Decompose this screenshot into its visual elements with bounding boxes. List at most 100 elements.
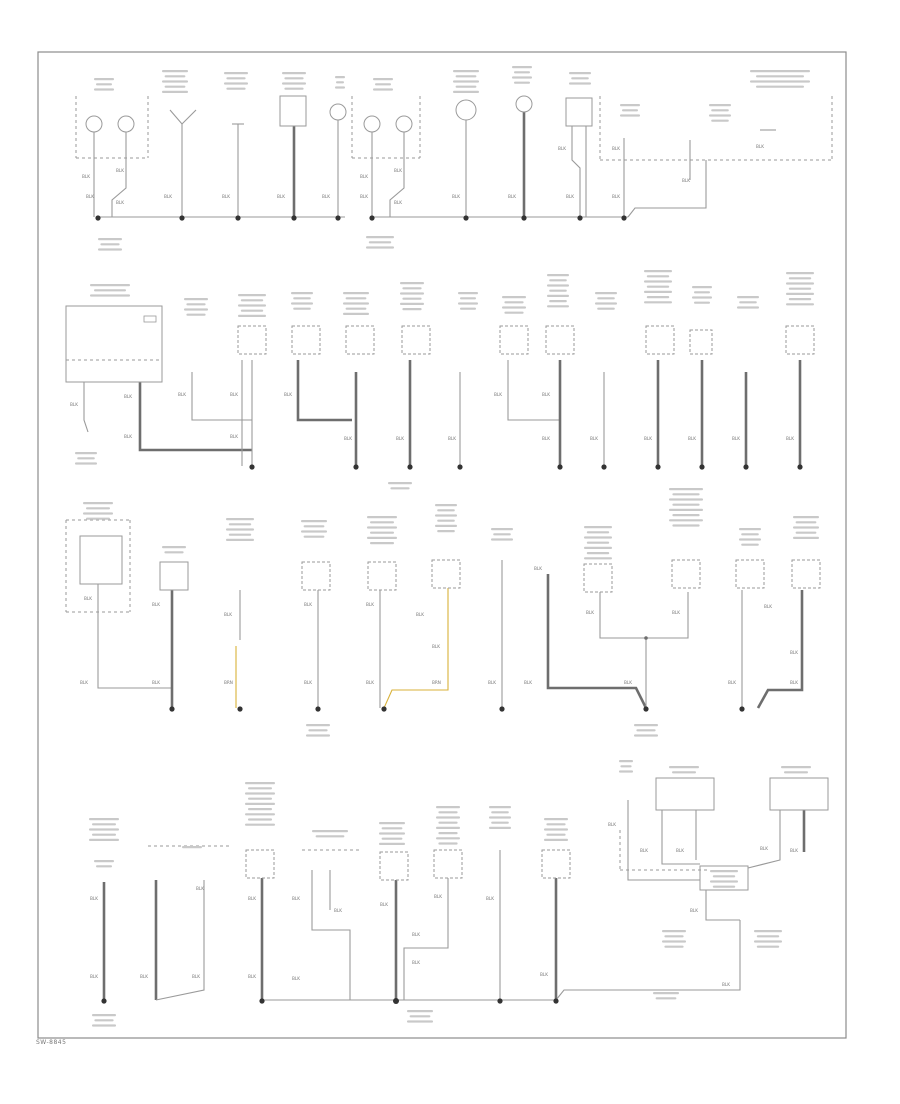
wire-color-label: BLK <box>124 394 132 399</box>
component-name-blur <box>293 297 311 300</box>
lamp-icon <box>363 115 381 133</box>
component-name-blur <box>162 546 186 549</box>
component-name-blur <box>710 880 738 883</box>
component-box-37 <box>291 325 321 355</box>
component-name-blur <box>669 766 699 769</box>
component-name-blur <box>248 808 272 811</box>
component-name-blur <box>754 940 782 943</box>
component-name-blur <box>164 551 184 554</box>
wire-102 <box>555 920 741 1001</box>
component-name-blur <box>622 109 638 112</box>
component-name-blur <box>712 885 736 888</box>
component-name-blur <box>662 930 686 933</box>
ground-point <box>249 464 255 470</box>
component-box-71 <box>367 561 397 591</box>
wire-color-label: BLK <box>292 976 300 981</box>
wire-color-label: BLK <box>124 434 132 439</box>
wire-84 <box>756 590 804 709</box>
wire-color-label: BLK <box>786 436 794 441</box>
component-name-blur <box>756 945 780 948</box>
wire-color-label: BLK <box>344 436 352 441</box>
component-name-blur <box>162 80 188 83</box>
component-name-blur <box>709 104 731 107</box>
ground-point <box>521 215 527 221</box>
component-name-blur <box>381 837 403 840</box>
component-name-blur <box>436 816 460 819</box>
component-name-blur <box>741 543 759 546</box>
component-name-blur <box>284 87 304 90</box>
component-box-89 <box>245 849 275 879</box>
ground-point <box>335 215 341 221</box>
component-name-blur <box>228 523 252 526</box>
component-box-63 <box>79 535 123 585</box>
component-name-blur <box>94 860 114 863</box>
component-name-blur <box>226 77 246 80</box>
wire-23 <box>571 126 581 217</box>
component-name-blur <box>694 301 710 304</box>
component-name-blur <box>644 290 672 293</box>
component-box-99 <box>541 849 571 879</box>
wire-color-label: BLK <box>756 144 764 149</box>
component-name-blur <box>786 282 814 285</box>
component-name-blur <box>739 538 761 541</box>
ground-point <box>381 706 387 712</box>
component-name-blur <box>367 536 397 539</box>
component-name-blur <box>306 724 330 727</box>
wire-color-label: BLK <box>508 194 516 199</box>
component-name-blur <box>491 821 509 824</box>
wire-52 <box>507 360 560 421</box>
component-name-blur <box>306 734 330 737</box>
component-name-blur <box>512 76 532 79</box>
component-name-blur <box>435 524 457 527</box>
ground-point <box>95 215 101 221</box>
component-name-blur <box>756 85 804 88</box>
component-name-blur <box>489 816 511 819</box>
wire-color-label: BLK <box>448 436 456 441</box>
component-name-blur <box>436 837 460 840</box>
component-name-blur <box>795 521 817 524</box>
component-name-blur <box>547 284 569 287</box>
wire-35 <box>138 382 252 452</box>
wire-8 <box>169 109 197 125</box>
component-name-blur <box>89 838 119 841</box>
component-name-blur <box>458 292 478 295</box>
wire-color-label: BLK <box>304 602 312 607</box>
component-name-blur <box>86 517 110 520</box>
wire-color-label: BLK <box>394 200 402 205</box>
component-name-blur <box>282 72 306 75</box>
component-name-blur <box>788 277 812 280</box>
wire-color-label: BLK <box>688 436 696 441</box>
component-name-blur <box>248 797 272 800</box>
diagram-border <box>37 51 847 1039</box>
component-name-blur <box>94 78 114 81</box>
wire-2 <box>627 172 707 218</box>
ground-point <box>497 998 503 1004</box>
label-layer: BLK BLK BLK BLK BLK BLK BLK BLK BLK BLK BLK BLK BLK B… <box>70 66 819 1027</box>
component-name-blur <box>83 512 113 515</box>
component-name-blur <box>672 503 700 506</box>
wire-color-label: BLK <box>360 174 368 179</box>
component-name-blur <box>343 312 369 315</box>
wire-color-label: BLK <box>566 194 574 199</box>
wire-color-label: BLK <box>640 848 648 853</box>
component-name-blur <box>379 832 405 835</box>
component-name-blur <box>366 246 394 249</box>
component-name-blur <box>584 557 612 560</box>
component-name-blur <box>388 482 412 485</box>
wire-color-label: BLK <box>486 896 494 901</box>
wire-color-label: BLK <box>690 908 698 913</box>
component-name-blur <box>741 533 759 536</box>
wire-92 <box>311 870 351 1000</box>
component-name-blur <box>184 308 208 311</box>
component-name-blur <box>96 83 112 86</box>
component-name-blur <box>438 821 458 824</box>
component-name-blur <box>301 520 327 523</box>
component-name-blur <box>335 86 345 89</box>
wire-color-label: BLK <box>434 894 442 899</box>
wire-color-label: BLK <box>524 680 532 685</box>
ground-point-layer <box>95 215 803 1004</box>
component-name-blur <box>514 71 530 74</box>
component-box-94 <box>379 851 409 881</box>
component-name-blur <box>547 274 569 277</box>
wire-color-label: BRN <box>432 680 441 685</box>
